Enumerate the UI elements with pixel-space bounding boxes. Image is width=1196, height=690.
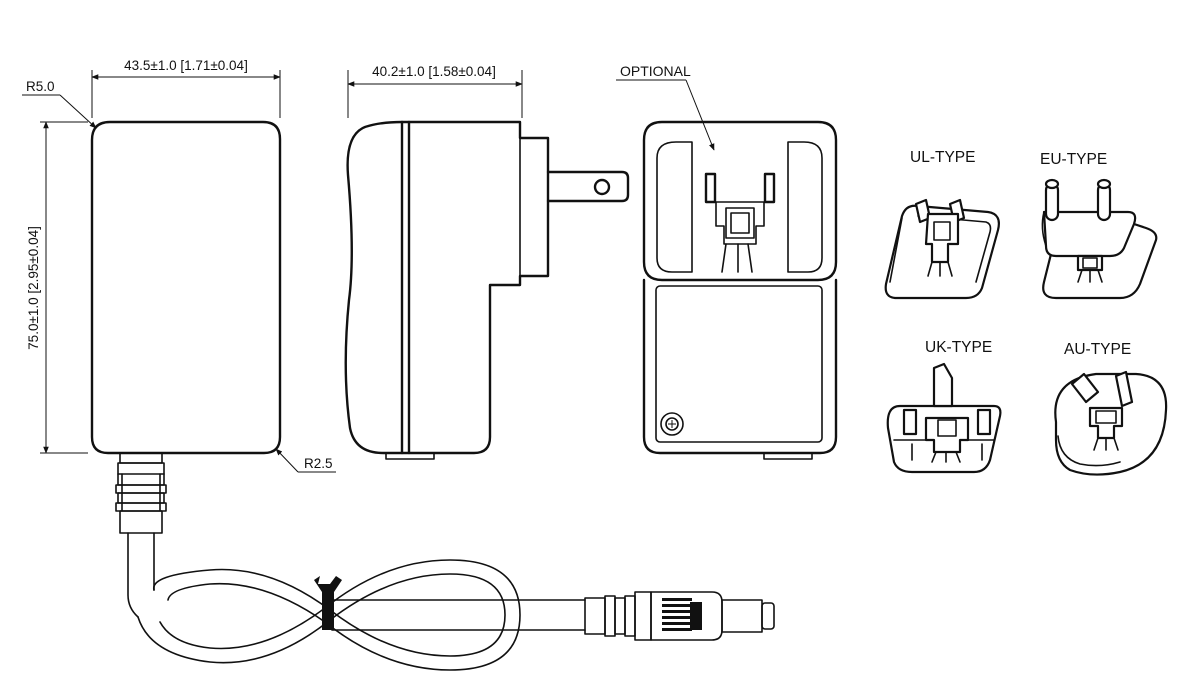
side-view: 40.2±1.0 [1.58±0.04] bbox=[344, 64, 630, 460]
front-view: 43.5±1.0 [1.71±0.04] 75.0±1.0 [2.95±0.04… bbox=[22, 58, 336, 473]
plug-uk-label: UK-TYPE bbox=[925, 339, 992, 356]
plug-ul-type: UL-TYPE bbox=[884, 149, 1000, 300]
front-width-dimension: 43.5±1.0 [1.71±0.04] bbox=[124, 58, 248, 73]
plug-au-type: AU-TYPE bbox=[1054, 341, 1168, 476]
side-depth-dimension: 40.2±1.0 [1.58±0.04] bbox=[372, 64, 496, 79]
plug-au-label: AU-TYPE bbox=[1064, 341, 1131, 358]
plug-eu-type: EU-TYPE bbox=[1040, 151, 1158, 300]
plug-ul-label: UL-TYPE bbox=[910, 149, 975, 166]
plug-eu-label: EU-TYPE bbox=[1040, 151, 1107, 168]
plug-uk-type: UK-TYPE bbox=[886, 339, 1002, 474]
radius-top-label: R5.0 bbox=[26, 79, 55, 94]
optional-label: OPTIONAL bbox=[620, 63, 691, 79]
dc-cable bbox=[115, 452, 775, 671]
back-view: OPTIONAL bbox=[616, 63, 838, 460]
height-dimension: 75.0±1.0 [2.95±0.04] bbox=[26, 226, 41, 350]
radius-bottom-label: R2.5 bbox=[304, 456, 333, 471]
